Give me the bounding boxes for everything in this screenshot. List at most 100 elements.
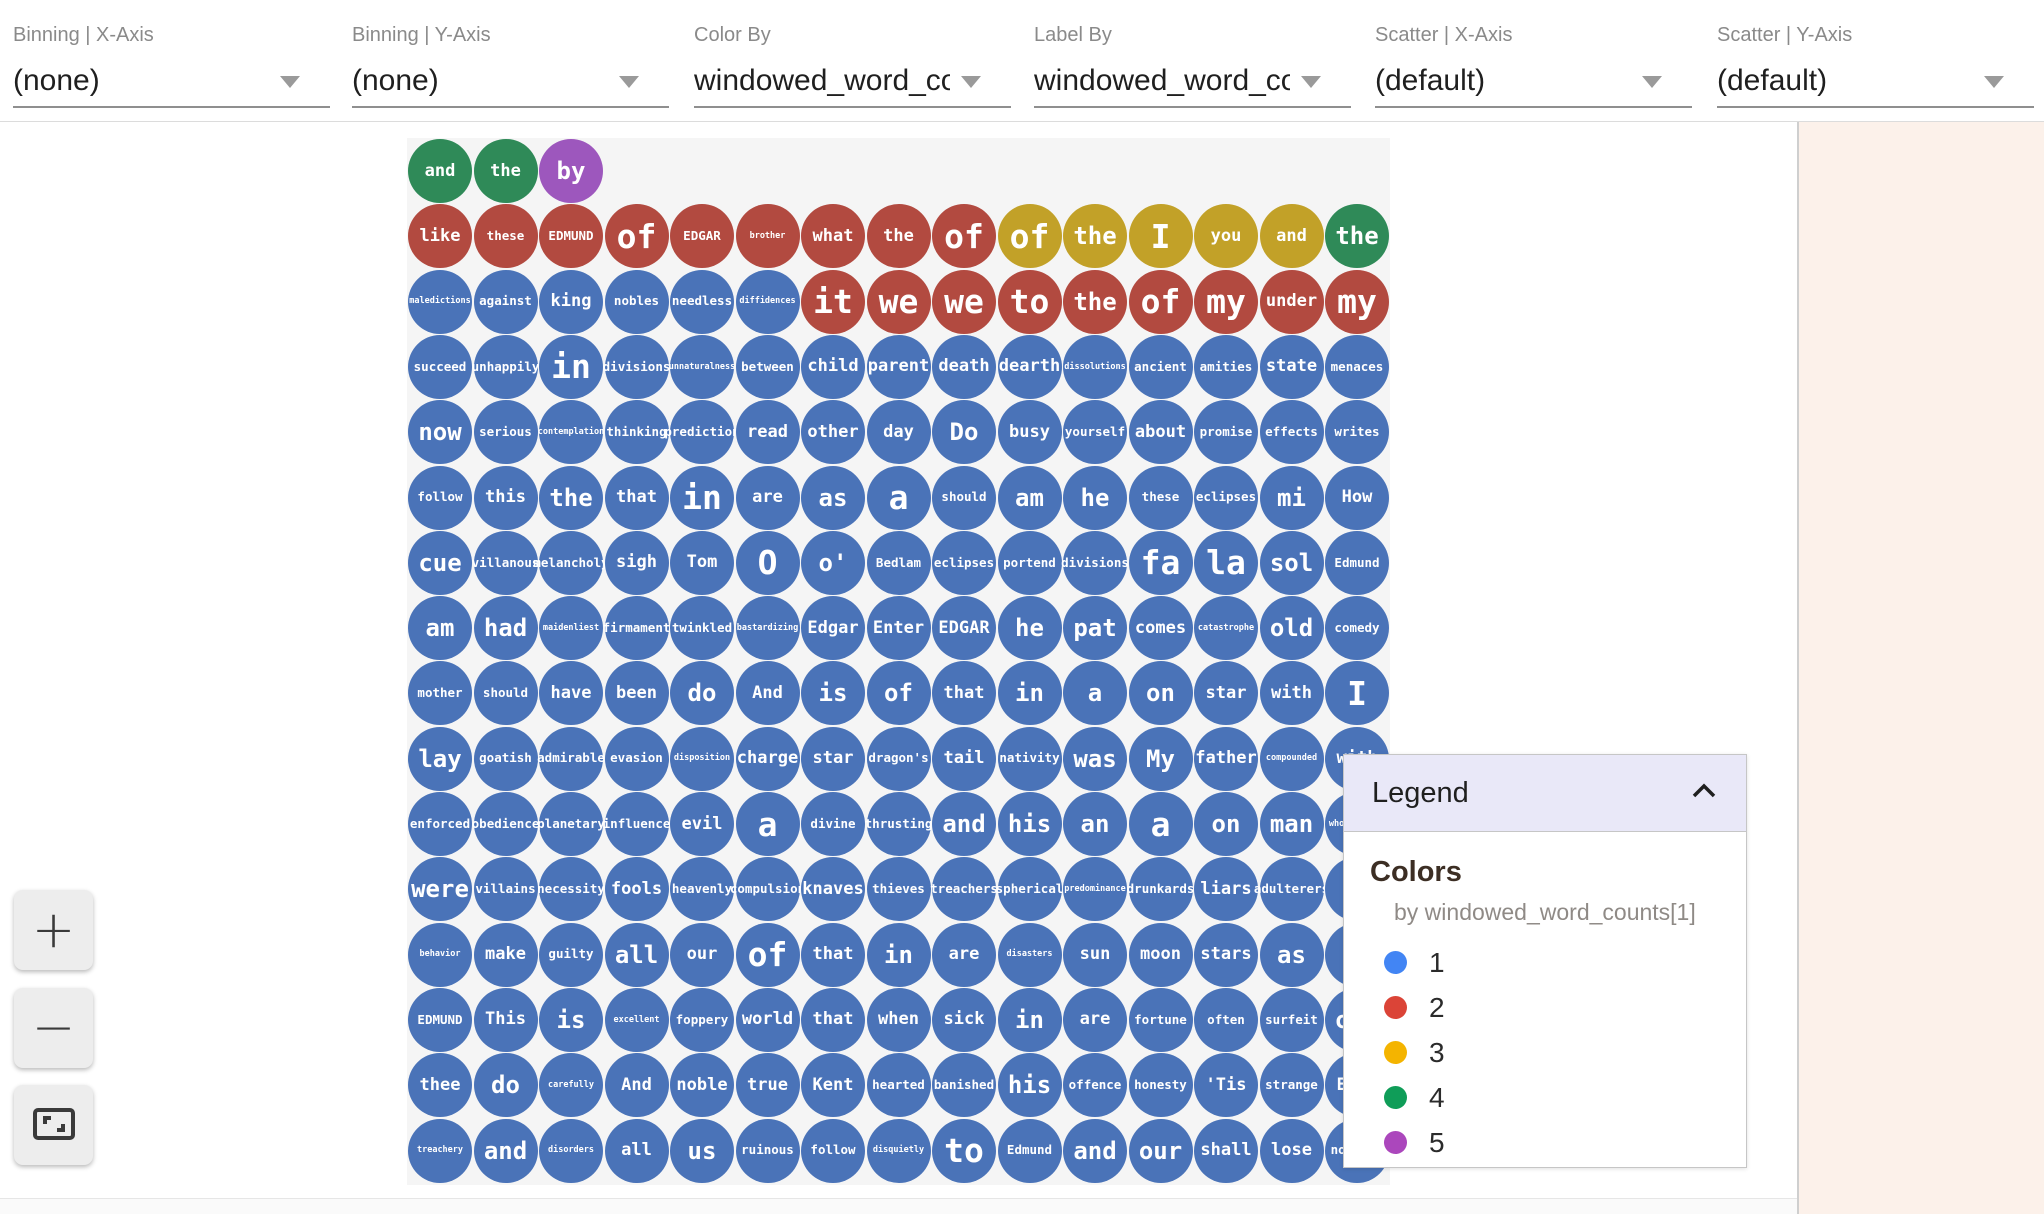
word-circle[interactable]: stars	[1194, 922, 1258, 987]
word-circle[interactable]: catastrophe	[1194, 596, 1258, 661]
word-circle[interactable]: of	[866, 661, 931, 726]
word-circle[interactable]: and	[932, 792, 996, 856]
word-circle[interactable]: as	[801, 465, 865, 530]
word-circle[interactable]: Bedlam	[866, 530, 931, 595]
word-circle[interactable]: about	[1128, 400, 1193, 465]
dropdown-color-by[interactable]: Color By windowed_word_counts[1]	[694, 22, 1011, 108]
word-circle[interactable]: of	[997, 204, 1062, 269]
word-circle[interactable]: do	[473, 1053, 538, 1118]
word-circle[interactable]: prediction	[664, 400, 740, 465]
word-circle[interactable]: evil	[670, 792, 734, 856]
word-circle[interactable]: in	[670, 465, 734, 530]
word-circle[interactable]: unnaturalness	[669, 334, 735, 399]
word-circle[interactable]: a	[1063, 661, 1127, 726]
word-circle[interactable]: divisions	[1061, 530, 1129, 595]
word-circle[interactable]: How	[1325, 465, 1389, 530]
word-circle[interactable]: under	[1259, 269, 1324, 334]
word-circle[interactable]: by	[539, 139, 603, 203]
word-circle[interactable]: villains	[473, 857, 538, 922]
word-circle[interactable]: the	[1325, 204, 1389, 269]
word-circle[interactable]: ruinous	[735, 1118, 800, 1183]
word-circle[interactable]: I	[1325, 661, 1389, 726]
word-circle[interactable]: is	[539, 987, 603, 1052]
word-circle[interactable]: are	[932, 922, 996, 987]
word-circle[interactable]: we	[932, 269, 996, 334]
word-circle[interactable]: obedience	[472, 792, 539, 856]
chevron-up-icon[interactable]	[1690, 782, 1718, 805]
legend-item[interactable]: 4	[1370, 1075, 1720, 1120]
word-circle[interactable]: bastardizing	[735, 596, 800, 661]
word-circle[interactable]: adulterers	[1254, 857, 1329, 922]
word-circle[interactable]: read	[735, 400, 800, 465]
word-circle[interactable]: to	[932, 1118, 996, 1183]
word-circle[interactable]: in	[539, 334, 603, 399]
word-circle[interactable]: should	[932, 465, 996, 530]
word-circle[interactable]: carefully	[539, 1053, 603, 1118]
word-circle[interactable]: writes	[1325, 400, 1389, 465]
word-circle[interactable]: am	[997, 465, 1062, 530]
word-circle[interactable]: thrusting	[865, 792, 932, 856]
word-circle[interactable]: that	[801, 987, 865, 1052]
word-circle[interactable]: the	[866, 204, 931, 269]
word-circle[interactable]: moon	[1128, 922, 1193, 987]
word-circle[interactable]: now	[408, 400, 472, 465]
word-circle[interactable]: against	[473, 269, 538, 334]
word-circle[interactable]: the	[473, 139, 538, 203]
word-circle[interactable]: hearted	[866, 1053, 931, 1118]
word-circle[interactable]: compulsion	[730, 857, 805, 922]
word-circle[interactable]: needless	[670, 269, 734, 334]
word-circle[interactable]: divine	[801, 792, 865, 856]
word-circle[interactable]: menaces	[1325, 334, 1389, 399]
word-circle[interactable]: old	[1259, 596, 1324, 661]
word-circle[interactable]: liars	[1194, 857, 1258, 922]
zoom-in-button[interactable]: +	[14, 890, 93, 970]
word-circle[interactable]: like	[408, 204, 472, 269]
word-circle[interactable]: EDMUND	[539, 204, 603, 269]
word-circle[interactable]: that	[801, 922, 865, 987]
legend-header[interactable]: Legend	[1344, 755, 1746, 832]
word-circle[interactable]: spherical	[996, 857, 1063, 922]
word-circle[interactable]: state	[1259, 334, 1324, 399]
word-circle[interactable]: in	[997, 987, 1062, 1052]
word-circle[interactable]: comedy	[1325, 596, 1389, 661]
word-circle[interactable]: influence	[603, 792, 670, 856]
word-circle[interactable]: are	[735, 465, 800, 530]
word-circle[interactable]: do	[670, 661, 734, 726]
word-circle[interactable]: behavior	[408, 922, 472, 987]
word-circle[interactable]: to	[997, 269, 1062, 334]
word-circle[interactable]: he	[1063, 465, 1127, 530]
dropdown-binning-y-axis[interactable]: Binning | Y-Axis (none)	[352, 22, 669, 108]
word-circle[interactable]: amities	[1194, 334, 1258, 399]
word-circle[interactable]: we	[866, 269, 931, 334]
word-circle[interactable]: this	[473, 465, 538, 530]
word-circle[interactable]: EDGAR	[932, 596, 996, 661]
word-circle[interactable]: honesty	[1128, 1053, 1193, 1118]
word-circle[interactable]: heavenly	[670, 857, 734, 922]
word-circle[interactable]: Enter	[866, 596, 931, 661]
word-circle[interactable]: And	[735, 661, 800, 726]
word-circle[interactable]: promise	[1194, 400, 1258, 465]
word-circle[interactable]: king	[539, 269, 603, 334]
word-circle[interactable]: what	[801, 204, 865, 269]
word-circle[interactable]: predominance	[1063, 857, 1127, 922]
word-circle[interactable]: firmament	[603, 596, 670, 661]
word-circle[interactable]: Do	[932, 400, 996, 465]
word-circle[interactable]: twinkled	[670, 596, 734, 661]
word-circle[interactable]: divisions	[603, 334, 670, 399]
word-circle[interactable]: noble	[670, 1053, 734, 1118]
word-circle[interactable]: EDMUND	[408, 987, 472, 1052]
word-circle[interactable]: man	[1259, 792, 1324, 856]
word-circle[interactable]: foppery	[670, 987, 734, 1052]
word-circle[interactable]: when	[866, 987, 931, 1052]
word-circle[interactable]: sigh	[604, 530, 669, 595]
fit-to-screen-button[interactable]	[14, 1085, 93, 1165]
word-circle[interactable]: was	[1063, 726, 1127, 791]
word-circle[interactable]: offence	[1063, 1053, 1127, 1118]
word-circle[interactable]: drunkards	[1127, 857, 1194, 922]
word-circle[interactable]: succeed	[408, 334, 472, 399]
word-circle[interactable]: pat	[1063, 596, 1127, 661]
word-circle[interactable]: nativity	[997, 726, 1062, 791]
word-circle[interactable]: are	[1063, 987, 1127, 1052]
word-circle[interactable]: evasion	[604, 726, 669, 791]
